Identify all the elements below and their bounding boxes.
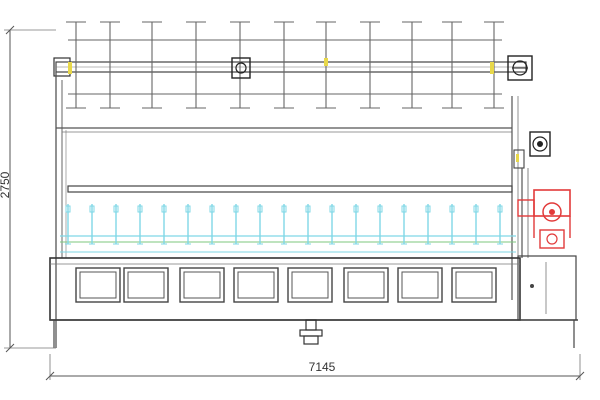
drive-assembly bbox=[513, 131, 577, 321]
upper-rack bbox=[53, 21, 533, 109]
width-dimension-label: 7145 bbox=[309, 360, 336, 374]
width-dimension: 7145 bbox=[45, 354, 585, 381]
bottom-cabinet bbox=[49, 257, 578, 348]
main-frame bbox=[55, 72, 519, 348]
height-dimension-label: 2750 bbox=[0, 171, 12, 198]
needle-row bbox=[64, 203, 504, 245]
height-dimension: 2750 bbox=[0, 25, 56, 353]
